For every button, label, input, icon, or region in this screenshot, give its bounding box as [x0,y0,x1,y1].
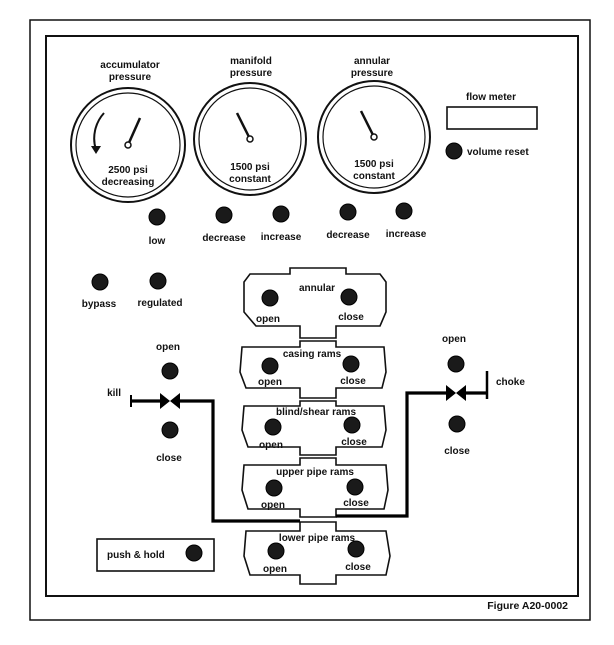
lower-pipe-rams-open-button[interactable] [267,542,285,560]
regulated-button[interactable] [149,272,167,290]
manifold-decrease-button[interactable] [215,206,233,224]
manifold-needle [235,112,252,140]
manifold-reading: 1500 psi [230,162,270,173]
upper-pipe-rams-open-button[interactable] [265,479,283,497]
annular-increase-label: increase [386,229,427,240]
lower-pipe-rams-open-label: open [263,564,287,575]
blind-shear-rams-label: blind/shear rams [276,407,356,418]
bypass-button[interactable] [91,273,109,291]
volume-reset-button[interactable] [445,142,463,160]
choke-line-pipe [336,391,446,518]
annular-needle [359,110,376,138]
choke-close-button[interactable] [448,415,466,433]
accumulator-reading: 2500 psi [108,165,148,176]
choke-close-label: close [444,446,470,457]
blind-shear-rams-close-button[interactable] [343,416,361,434]
annular-needle-hub [370,133,378,141]
choke-open-button[interactable] [447,355,465,373]
annular-close-button[interactable] [340,288,358,306]
casing-rams-open-button[interactable] [261,357,279,375]
annular-decrease-button[interactable] [339,203,357,221]
upper-pipe-rams-outline [241,457,389,518]
bypass-label: bypass [82,299,117,310]
annular-increase-button[interactable] [395,202,413,220]
choke-line [336,371,489,518]
kill-close-button[interactable] [161,421,179,439]
low-button[interactable] [148,208,166,226]
lower-pipe-rams-close-button[interactable] [347,540,365,558]
push-hold-button[interactable] [185,544,203,562]
inner-frame [45,35,579,597]
kill-line [130,393,300,523]
manifold-increase-label: increase [261,232,302,243]
blind-shear-rams-close-label: close [341,437,367,448]
kill-line-pipe [180,399,300,523]
annular-preventer-outline [243,267,387,339]
figure-label: Figure A20-0002 [487,600,568,612]
upper-pipe-rams-open-label: open [261,500,285,511]
kill-open-button[interactable] [161,362,179,380]
manifold-status: constant [229,174,271,185]
annular-preventer-label: annular [299,283,335,294]
manifold-title-line1: manifold [230,56,272,67]
accumulator-needle [126,117,142,146]
kill-open-label: open [156,342,180,353]
flow-meter-display [446,106,538,130]
manifold-needle-hub [246,135,254,143]
kill-close-label: close [156,453,182,464]
annular-open-button[interactable] [261,289,279,307]
accumulator-title-line1: accumulator [100,60,160,71]
accumulator-gauge-dial [75,92,181,198]
annular-gauge-title-line2: pressure [351,68,394,79]
annular-gauge-status: constant [353,171,395,182]
low-label: low [149,236,166,247]
annular-open-label: open [256,314,280,325]
annular-pressure-gauge: annular pressure 1500 psi constant [317,56,431,194]
annular-decrease-label: decrease [326,230,370,241]
annular-gauge-dial [322,85,426,189]
blind-shear-rams-outline [241,400,387,456]
kill-valve-icon [160,393,180,409]
upper-pipe-rams-close-label: close [343,498,369,509]
manifold-title-line2: pressure [230,68,273,79]
regulated-label: regulated [137,298,182,309]
kill-label: kill [107,388,121,399]
bop-stack [239,267,391,585]
annular-gauge-title-line1: annular [354,56,390,67]
accumulator-status: decreasing [102,177,155,188]
upper-pipe-rams-close-button[interactable] [346,478,364,496]
manifold-pressure-gauge: manifold pressure 1500 psi constant [193,56,307,196]
casing-rams-open-label: open [258,377,282,388]
manifold-decrease-label: decrease [202,233,246,244]
volume-reset-label: volume reset [467,147,529,158]
decreasing-arrowhead-icon [91,146,101,154]
choke-open-label: open [442,334,466,345]
upper-pipe-rams-label: upper pipe rams [276,467,354,478]
casing-rams-close-button[interactable] [342,355,360,373]
accumulator-title-line2: pressure [109,72,152,83]
annular-close-label: close [338,312,364,323]
lower-pipe-rams-outline [243,521,391,585]
choke-valve-icon [446,385,466,401]
flow-meter-label: flow meter [466,92,516,103]
accumulator-needle-hub [124,141,132,149]
lower-pipe-rams-label: lower pipe rams [279,533,356,544]
accumulator-pressure-gauge: accumulator pressure 2500 psi decreasing [70,60,186,203]
manifold-increase-button[interactable] [272,205,290,223]
blind-shear-rams-open-button[interactable] [264,418,282,436]
push-hold-label: push & hold [107,550,165,561]
casing-rams-outline [239,340,387,399]
casing-rams-close-label: close [340,376,366,387]
manifold-gauge-dial [198,87,302,191]
casing-rams-label: casing rams [283,349,342,360]
blind-shear-rams-open-label: open [259,440,283,451]
lower-pipe-rams-close-label: close [345,562,371,573]
choke-label: choke [496,377,525,388]
annular-gauge-reading: 1500 psi [354,159,394,170]
